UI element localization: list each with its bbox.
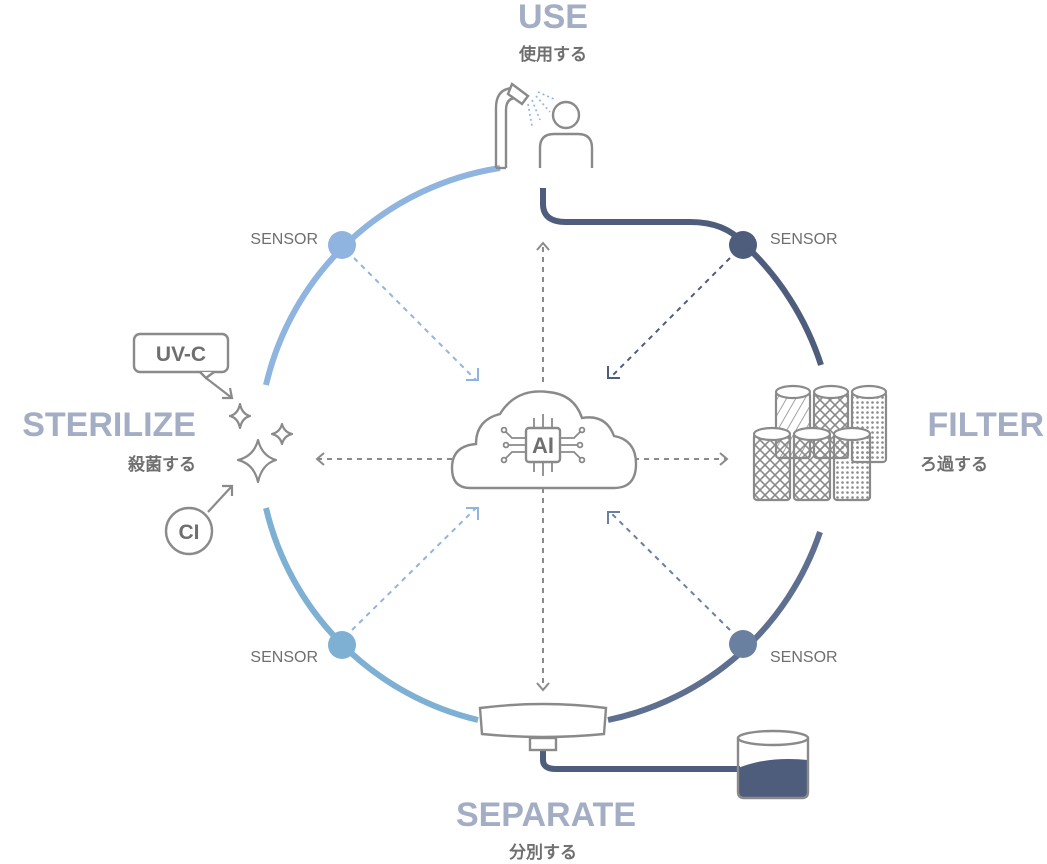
- shower-icon: [494, 82, 530, 170]
- chip-pins: [500, 414, 586, 476]
- sensor-top-left: SENSOR: [250, 231, 356, 259]
- ring-arc-sterilize-to-separate: [263, 507, 479, 723]
- filter-title: FILTER: [928, 406, 1044, 444]
- pipe-to-tank: [540, 750, 740, 772]
- uvc-tag-pointer: [199, 371, 215, 380]
- sensor-bottom-left: SENSOR: [250, 631, 356, 666]
- separate-stage: SEPARATE 分別する: [456, 702, 810, 863]
- filter-stage: FILTER ろ過する: [752, 384, 1044, 502]
- person-icon: [538, 100, 594, 168]
- ci-arrow: [207, 484, 234, 513]
- sensor-label: SENSOR: [770, 231, 838, 248]
- sensor-dot: [328, 231, 356, 259]
- ring-arc-separate-to-filter: [607, 531, 823, 723]
- use-subtitle: 使用する: [518, 44, 587, 65]
- ci-tag: CI: [164, 484, 234, 556]
- use-stage: USE 使用する: [494, 0, 594, 170]
- sterilize-subtitle: 殺菌する: [127, 454, 196, 475]
- filter-cartridges-icon: [752, 384, 888, 502]
- sensor-dot: [729, 630, 757, 658]
- water-tank-icon: [736, 729, 810, 800]
- ci-tag-label: CI: [179, 521, 200, 544]
- sensor-dot: [328, 631, 356, 659]
- sensor-label: SENSOR: [250, 231, 318, 248]
- uvc-tag-label: UV-C: [156, 343, 206, 366]
- separate-title: SEPARATE: [456, 796, 636, 834]
- arrow-sensor-top-left-to-ai: [353, 257, 477, 381]
- uvc-tag-box: [132, 332, 230, 374]
- ai-arrowheads: [315, 241, 729, 692]
- filter-subtitle: ろ過する: [920, 455, 988, 475]
- shower-water-icon: [527, 91, 557, 127]
- sparkle-icon: [228, 402, 294, 484]
- arrow-sensor-bottom-left-to-ai: [351, 507, 477, 631]
- ci-tag-circle: [164, 506, 214, 556]
- sensor-bottom-right: SENSOR: [729, 630, 838, 666]
- use-title: USE: [518, 0, 588, 36]
- sensor-dot: [729, 231, 757, 259]
- sensor-label: SENSOR: [770, 649, 838, 666]
- sensor-label: SENSOR: [250, 649, 318, 666]
- ai-cloud-chip-icon: AI: [450, 390, 638, 490]
- sensor-top-right: SENSOR: [729, 231, 838, 259]
- arrow-sensor-top-right-to-ai: [609, 257, 731, 379]
- sterilize-title: STERILIZE: [22, 406, 196, 444]
- pipe-use-drain: [540, 188, 746, 246]
- ring-arc-use-to-sterilize: [263, 165, 501, 386]
- ring-arc-filter-to-use: [740, 240, 824, 366]
- ai-arrows: [318, 244, 731, 688]
- separator-tray-icon: [478, 702, 608, 752]
- uvc-arrow: [205, 377, 234, 400]
- separate-subtitle: 分別する: [509, 843, 577, 863]
- arrow-sensor-bottom-right-to-ai: [609, 511, 731, 631]
- ai-label: AI: [532, 433, 554, 458]
- sterilize-stage: STERILIZE 殺菌する UV-C CI: [22, 332, 294, 556]
- uvc-tag: UV-C: [132, 332, 234, 400]
